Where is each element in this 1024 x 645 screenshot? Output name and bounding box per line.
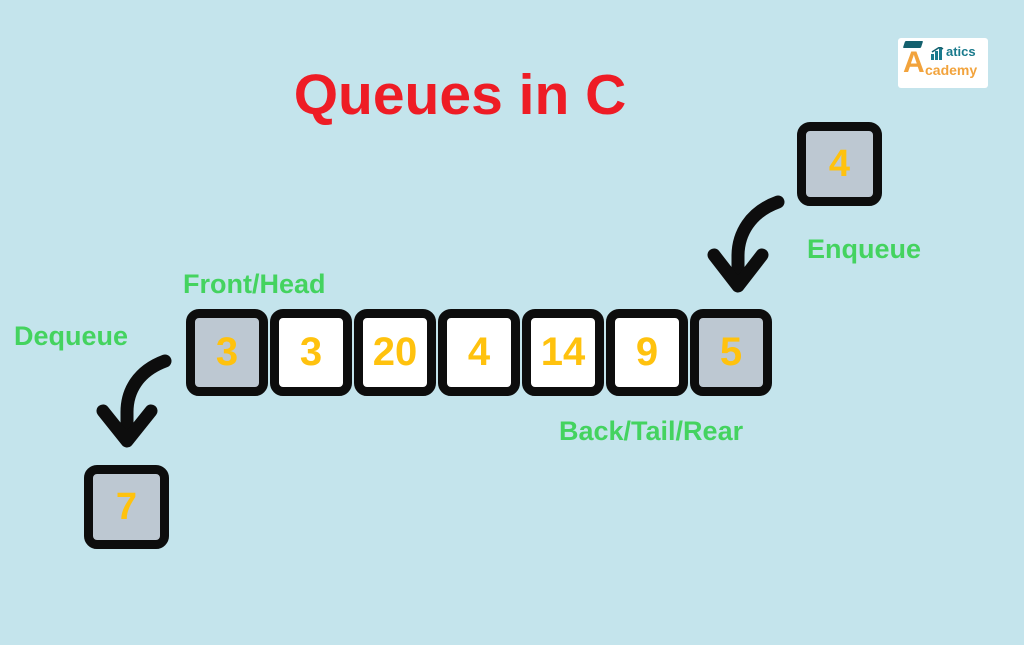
- queue-cell: 3: [270, 309, 352, 396]
- queue-cell: 14: [522, 309, 604, 396]
- enqueue-label: Enqueue: [807, 234, 922, 264]
- logo-letter-a: A: [903, 46, 925, 79]
- back-tail-rear-label: Back/Tail/Rear: [559, 416, 744, 446]
- brand-logo: A atics cademy: [898, 38, 988, 88]
- bar-chart-icon: [931, 47, 944, 60]
- queue-cell: 4: [438, 309, 520, 396]
- front-head-label: Front/Head: [183, 269, 326, 299]
- queue-cell: 20: [354, 309, 436, 396]
- page-title: Queues in C: [293, 63, 627, 127]
- dequeue-arrow-icon: [96, 354, 172, 448]
- queue-row: 3 3 20 4 14 9 5: [186, 309, 772, 396]
- logo-word-top: atics: [946, 44, 976, 59]
- dequeue-value-box: 7: [84, 465, 169, 549]
- queue-cell-rear: 5: [690, 309, 772, 396]
- dequeue-label: Dequeue: [14, 321, 129, 351]
- enqueue-arrow-icon: [707, 195, 785, 293]
- graduation-cap-icon: [902, 41, 924, 48]
- queue-cell: 9: [606, 309, 688, 396]
- logo-word-bottom: cademy: [925, 62, 978, 78]
- queue-cell-front: 3: [186, 309, 268, 396]
- enqueue-value-box: 4: [797, 122, 882, 206]
